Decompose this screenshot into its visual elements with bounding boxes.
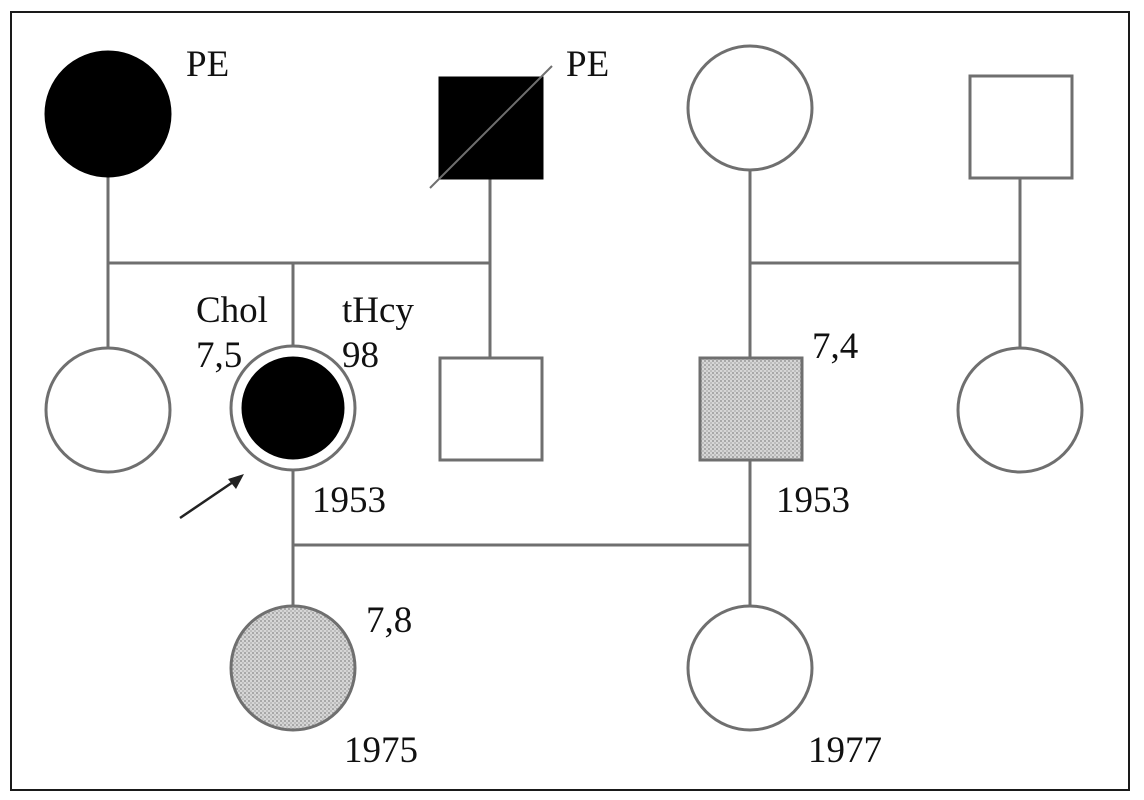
gen1-male-deceased-slash [429, 65, 553, 189]
gen1-female-note: PE [186, 44, 229, 85]
gen2-male-year: 1953 [776, 480, 850, 521]
gen3-right-unaffected [686, 604, 814, 732]
gen2-male-partially-affected [698, 356, 804, 462]
gen1-male-unaffected [968, 74, 1074, 180]
gen1-male-note: PE [566, 44, 609, 85]
gen2-left-sister [44, 346, 172, 474]
proband-thcy-value: 98 [342, 335, 379, 376]
gen1-female-affected [44, 50, 172, 178]
gen2-brother [438, 356, 544, 462]
proband-thcy-label: tHcy [342, 290, 414, 331]
gen3-daughter-year: 1975 [344, 730, 418, 771]
proband-female-affected [241, 356, 345, 460]
gen3-daughter-value: 7,8 [366, 600, 412, 641]
proband-year: 1953 [312, 480, 386, 521]
gen2-right-sister [956, 346, 1084, 474]
proband-chol-label: Chol [196, 290, 268, 331]
gen3-daughter-partially-affected [229, 604, 357, 732]
figure-frame [10, 11, 1130, 791]
proband-chol-value: 7,5 [196, 335, 242, 376]
gen2-male-value: 7,4 [812, 326, 858, 367]
gen1-female-unaffected [686, 44, 814, 172]
proband-arrow [179, 474, 244, 520]
gen3-right-year: 1977 [808, 730, 882, 771]
